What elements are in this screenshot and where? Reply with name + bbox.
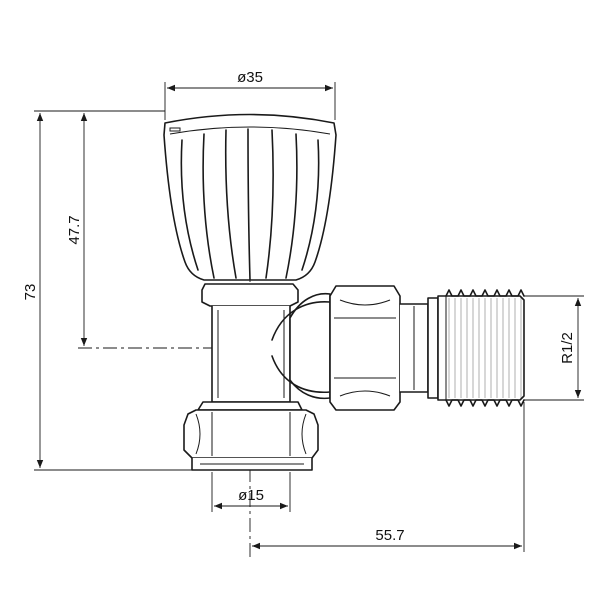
dim-thread: R1/2 [524,295,584,401]
threaded-tail [437,289,525,407]
thread-label: R1/2 [559,332,576,364]
top-diameter-label: ø35 [237,69,263,86]
handle [163,113,337,281]
dim-horizontal-length: 55.7 [252,402,525,552]
union-nut [329,285,439,411]
dim-center-height: 47.7 [66,110,165,346]
dim-bottom-diameter: ø15 [211,472,291,512]
center-height-label: 47.7 [66,215,83,244]
dim-top-diameter: ø35 [164,69,336,120]
total-height-label: 73 [22,284,39,301]
bottom-diameter-label: ø15 [238,487,264,504]
bottom-nut [183,409,319,471]
valve-body [197,283,331,411]
horizontal-length-label: 55.7 [375,527,404,544]
